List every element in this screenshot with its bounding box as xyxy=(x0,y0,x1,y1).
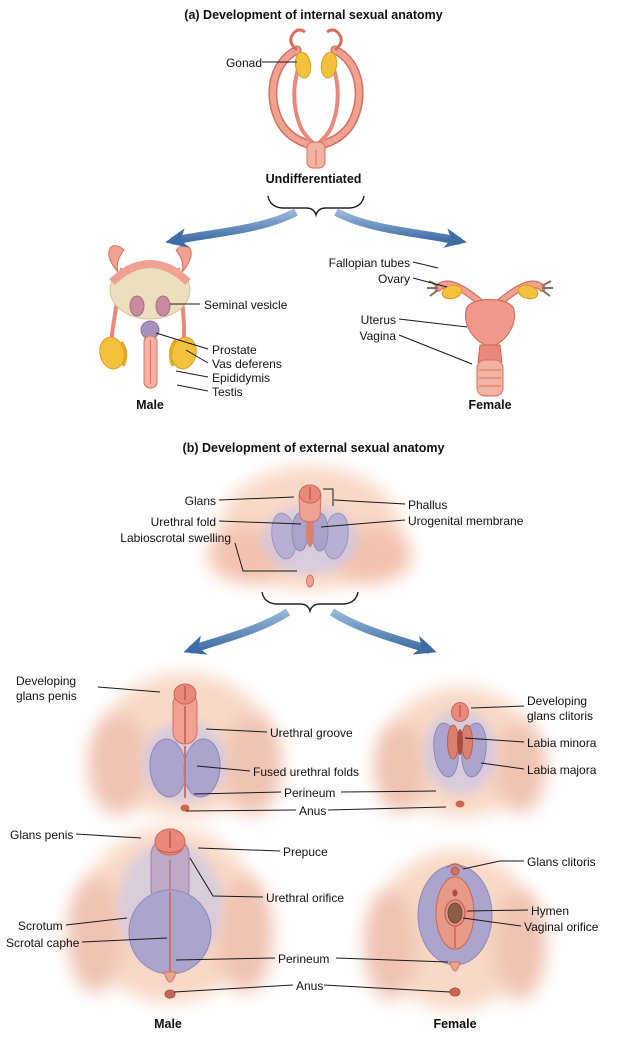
label-labia-majora: Labia majora xyxy=(527,763,597,777)
vaginal-orifice-shape xyxy=(447,902,463,924)
developing-female-external-illustration xyxy=(374,687,546,817)
label-developing-glans-clitoris: Developing glans clitoris xyxy=(527,694,594,723)
label-perineum-mature: Perineum xyxy=(278,952,330,966)
label-glans-clitoris: Glans clitoris xyxy=(527,855,596,869)
anus-shape-female-mid xyxy=(455,800,465,808)
male-internal-illustration xyxy=(99,245,197,389)
arrow-to-male-external xyxy=(183,608,291,655)
anus-shape-male-final xyxy=(164,989,176,999)
label-urogenital-membrane: Urogenital membrane xyxy=(408,514,524,528)
branch-brace-a xyxy=(267,195,365,218)
label-vaginal-orifice: Vaginal orifice xyxy=(524,920,599,934)
label-hymen: Hymen xyxy=(531,904,570,918)
mature-male-external-illustration xyxy=(67,827,273,1003)
urogenital-membrane-shape xyxy=(306,517,314,547)
label-gonad: Gonad xyxy=(225,56,262,70)
mature-female-external-illustration xyxy=(364,850,546,1010)
label-anus-developing: Anus xyxy=(299,804,327,818)
panel-b-title: (b) Development of external sexual anato… xyxy=(182,441,445,455)
label-epididymis: Epididymis xyxy=(212,371,271,385)
label-prostate: Prostate xyxy=(212,343,257,357)
branch-brace-b xyxy=(261,591,359,614)
label-testis: Testis xyxy=(212,385,243,399)
panel-a-title: (a) Development of internal sexual anato… xyxy=(184,8,443,22)
male-caption-external: Male xyxy=(154,1017,182,1031)
label-fused-urethral-folds: Fused urethral folds xyxy=(253,765,360,779)
gonad-left xyxy=(294,51,312,79)
branch-arrows-a xyxy=(165,208,467,248)
label-urethral-orifice: Urethral orifice xyxy=(266,891,345,905)
label-ovary: Ovary xyxy=(377,272,410,286)
undifferentiated-external-illustration xyxy=(208,466,412,590)
label-glans: Glans xyxy=(184,494,216,508)
gonad-right xyxy=(320,51,338,79)
male-caption-internal: Male xyxy=(136,398,164,412)
female-caption-external: Female xyxy=(433,1017,477,1031)
arrow-to-male-internal xyxy=(165,208,298,248)
labia-minora-left xyxy=(447,724,459,760)
branch-arrows-b xyxy=(183,608,437,655)
anus-shape-male-mid xyxy=(180,804,190,812)
label-scrotal-caphe: Scrotal caphe xyxy=(6,936,80,950)
label-labia-minora: Labia minora xyxy=(527,736,597,750)
arrow-to-female-internal xyxy=(334,208,467,248)
anus-shape-female-final xyxy=(449,987,461,997)
label-vas-deferens: Vas deferens xyxy=(212,357,282,371)
label-uterus: Uterus xyxy=(360,313,396,327)
prepuce-shape xyxy=(156,848,184,854)
label-scrotum: Scrotum xyxy=(18,919,63,933)
label-glans-penis: Glans penis xyxy=(10,828,74,842)
label-fallopian-tubes: Fallopian tubes xyxy=(328,256,410,270)
seminal-vesicle-shape xyxy=(155,295,171,317)
label-perineum-developing: Perineum xyxy=(284,786,336,800)
arrow-to-female-external xyxy=(329,608,437,655)
uterus-shape xyxy=(465,299,515,348)
label-urethral-fold: Urethral fold xyxy=(150,515,216,529)
label-phallus: Phallus xyxy=(408,498,448,512)
label-vagina: Vagina xyxy=(359,329,396,343)
label-urethral-groove: Urethral groove xyxy=(270,726,353,740)
undifferentiated-internal-illustration xyxy=(268,28,364,169)
developing-male-external-illustration xyxy=(88,673,282,817)
label-developing-glans-penis: Developing glans penis xyxy=(16,674,77,703)
undifferentiated-caption: Undifferentiated xyxy=(265,172,362,186)
label-prepuce: Prepuce xyxy=(283,845,328,859)
glans-clitoris-shape xyxy=(450,866,460,876)
ovary-right xyxy=(517,284,539,300)
label-seminal-vesicle: Seminal vesicle xyxy=(204,298,288,312)
female-caption-internal: Female xyxy=(468,398,512,412)
label-anus-mature: Anus xyxy=(296,979,324,993)
ovary-left xyxy=(441,284,463,300)
female-internal-illustration xyxy=(427,280,553,397)
labia-minora-right xyxy=(461,724,473,760)
leader-lines xyxy=(65,61,529,993)
label-labioscrotal-swelling: Labioscrotal swelling xyxy=(120,531,231,545)
